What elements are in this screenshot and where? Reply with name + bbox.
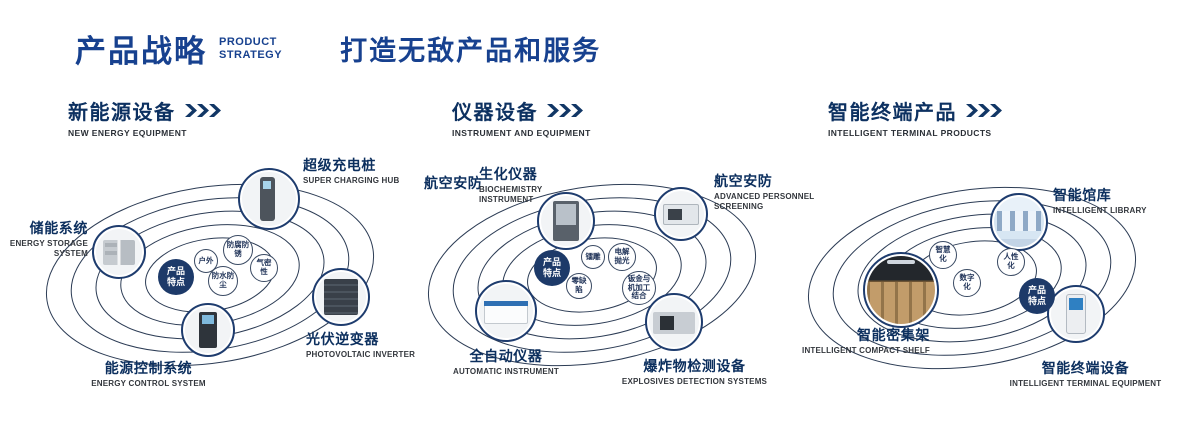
product-label-super-charging-hub: 超级充电桩 SUPER CHARGING HUB: [303, 155, 400, 186]
personnel-screening-image: [658, 191, 704, 237]
feature-bubble: 防腐防锈: [223, 235, 253, 265]
page-title: 产品战略: [75, 34, 207, 69]
product-name-en: BIOCHEMISTRY INSTRUMENT: [479, 185, 543, 205]
badge-line1: 产品: [166, 266, 185, 277]
feature-bubble: 钣金与机加工结合: [622, 271, 656, 305]
badge-line1: 产品: [542, 257, 561, 268]
product-name-en: ADVANCED PERSONNEL SCREENING: [714, 192, 815, 212]
section-header-intelligent-terminal: 智能终端产品 INTELLIGENT TERMINAL PRODUCTS: [828, 96, 1004, 138]
section-title: 智能终端产品: [828, 102, 957, 124]
product-photo-terminal-equipment: [1047, 285, 1105, 343]
section-header-new-energy: 新能源设备 NEW ENERGY EQUIPMENT: [68, 96, 223, 138]
product-name: 生化仪器: [479, 166, 538, 182]
page-title-en-line2: STRATEGY: [219, 48, 283, 61]
product-name: 全自动仪器: [469, 348, 543, 364]
product-photo-intelligent-library: [990, 193, 1048, 251]
pv-inverter-image: [316, 272, 366, 322]
feature-bubble: 电解抛光: [608, 243, 636, 271]
product-name: 智能终端设备: [1041, 360, 1130, 376]
section-subtitle: NEW ENERGY EQUIPMENT: [68, 128, 187, 138]
triple-arrow-icon: [966, 104, 1002, 117]
product-name: 智能密集架: [857, 327, 930, 343]
badge-line1: 产品: [1027, 285, 1046, 296]
product-label-biochemistry: 生化仪器 BIOCHEMISTRY INSTRUMENT: [479, 164, 564, 206]
product-name: 储能系统: [29, 220, 88, 236]
badge-line2: 特点: [542, 268, 561, 278]
product-name: 超级充电桩: [303, 157, 376, 173]
feature-bubble: 人性化: [997, 248, 1025, 276]
product-name-en: PHOTOVOLTAIC INVERTER: [306, 350, 416, 359]
section-subtitle: INSTRUMENT AND EQUIPMENT: [452, 128, 591, 138]
compact-shelf-image: [867, 256, 935, 324]
product-label-terminal-equipment: 智能终端设备 INTELLIGENT TERMINAL EQUIPMENT: [1008, 358, 1163, 389]
badge-line2: 特点: [166, 277, 185, 287]
product-name: 爆炸物检测设备: [643, 358, 746, 374]
page-header: 产品战略 PRODUCT STRATEGY 打造无敌产品和服务: [75, 26, 601, 71]
product-photo-super-charging-hub: [238, 168, 300, 230]
product-label-personnel-screening: 航空安防 ADVANCED PERSONNEL SCREENING: [714, 171, 822, 213]
charging-pile-image: [242, 172, 296, 226]
feature-bubble: 智慧化: [929, 241, 957, 269]
product-label-pv-inverter: 光伏逆变器 PHOTOVOLTAIC INVERTER: [306, 329, 415, 360]
product-name-en: AUTOMATIC INSTRUMENT: [453, 367, 559, 376]
page-title-en-line1: PRODUCT: [219, 36, 277, 49]
section-header-instruments: 仪器设备 INSTRUMENT AND EQUIPMENT: [452, 96, 591, 138]
product-features-badge: 产品 特点: [534, 250, 570, 286]
page-slogan: 打造无敌产品和服务: [340, 36, 602, 66]
product-label-energy-control: 能源控制系统 ENERGY CONTROL SYSTEM: [86, 358, 211, 389]
product-name: 能源控制系统: [104, 360, 193, 376]
feature-bubble: 数字化: [953, 269, 981, 297]
product-photo-energy-storage: [92, 225, 146, 279]
energy-control-image: [185, 307, 231, 353]
product-name-en: INTELLIGENT COMPACT SHELF: [802, 346, 930, 355]
section-subtitle: INTELLIGENT TERMINAL PRODUCTS: [828, 128, 992, 138]
product-label-energy-storage: 储能系统 ENERGY STORAGE SYSTEM: [4, 218, 88, 260]
feature-bubble: 气密性: [250, 254, 278, 282]
feature-bubble: 防水防尘: [208, 266, 238, 296]
energy-storage-image: [96, 229, 142, 275]
product-photo-energy-control: [181, 303, 235, 357]
feature-bubble: 零缺陷: [566, 273, 592, 299]
triple-arrow-icon: [547, 104, 583, 117]
feature-bubble: 镭雕: [581, 245, 605, 269]
product-label-compact-shelf: 智能密集架 INTELLIGENT COMPACT SHELF: [798, 325, 930, 356]
product-photo-explosives-detection: [645, 293, 703, 351]
explosives-detection-image: [649, 297, 699, 347]
product-photo-biochemistry: [537, 192, 595, 250]
product-features-badge: 产品 特点: [1019, 278, 1055, 314]
product-label-automatic-instrument: 全自动仪器 AUTOMATIC INSTRUMENT: [444, 346, 568, 377]
product-photo-compact-shelf: [863, 252, 939, 328]
product-label-explosives-detection: 爆炸物检测设备 EXPLOSIVES DETECTION SYSTEMS: [612, 356, 777, 387]
product-name-en: ENERGY CONTROL SYSTEM: [91, 379, 206, 388]
product-features-badge: 产品 特点: [158, 259, 194, 295]
aviation-security-side-label: 航空安防: [424, 175, 483, 191]
product-name-en: SUPER CHARGING HUB: [303, 176, 400, 185]
section-title: 仪器设备: [452, 102, 538, 124]
section-title: 新能源设备: [68, 102, 176, 124]
product-name-en: INTELLIGENT TERMINAL EQUIPMENT: [1009, 379, 1162, 388]
product-name: 光伏逆变器: [306, 331, 379, 347]
page-title-en: PRODUCT STRATEGY: [219, 36, 282, 60]
terminal-equipment-image: [1051, 289, 1101, 339]
automatic-instrument-image: [479, 284, 533, 338]
product-name-en: ENERGY STORAGE SYSTEM: [9, 239, 88, 259]
product-name: 航空安防: [714, 173, 773, 189]
product-photo-pv-inverter: [312, 268, 370, 326]
product-photo-automatic-instrument: [475, 280, 537, 342]
product-name-en: INTELLIGENT LIBRARY: [1053, 206, 1147, 215]
product-photo-personnel-screening: [654, 187, 708, 241]
product-name-en: EXPLOSIVES DETECTION SYSTEMS: [621, 377, 768, 386]
intelligent-library-image: [994, 197, 1044, 247]
product-label-intelligent-library: 智能馆库 INTELLIGENT LIBRARY: [1053, 185, 1147, 216]
triple-arrow-icon: [184, 104, 221, 117]
badge-line2: 特点: [1027, 296, 1046, 306]
product-name: 智能馆库: [1053, 187, 1112, 203]
biochemistry-instrument-image: [541, 196, 591, 246]
